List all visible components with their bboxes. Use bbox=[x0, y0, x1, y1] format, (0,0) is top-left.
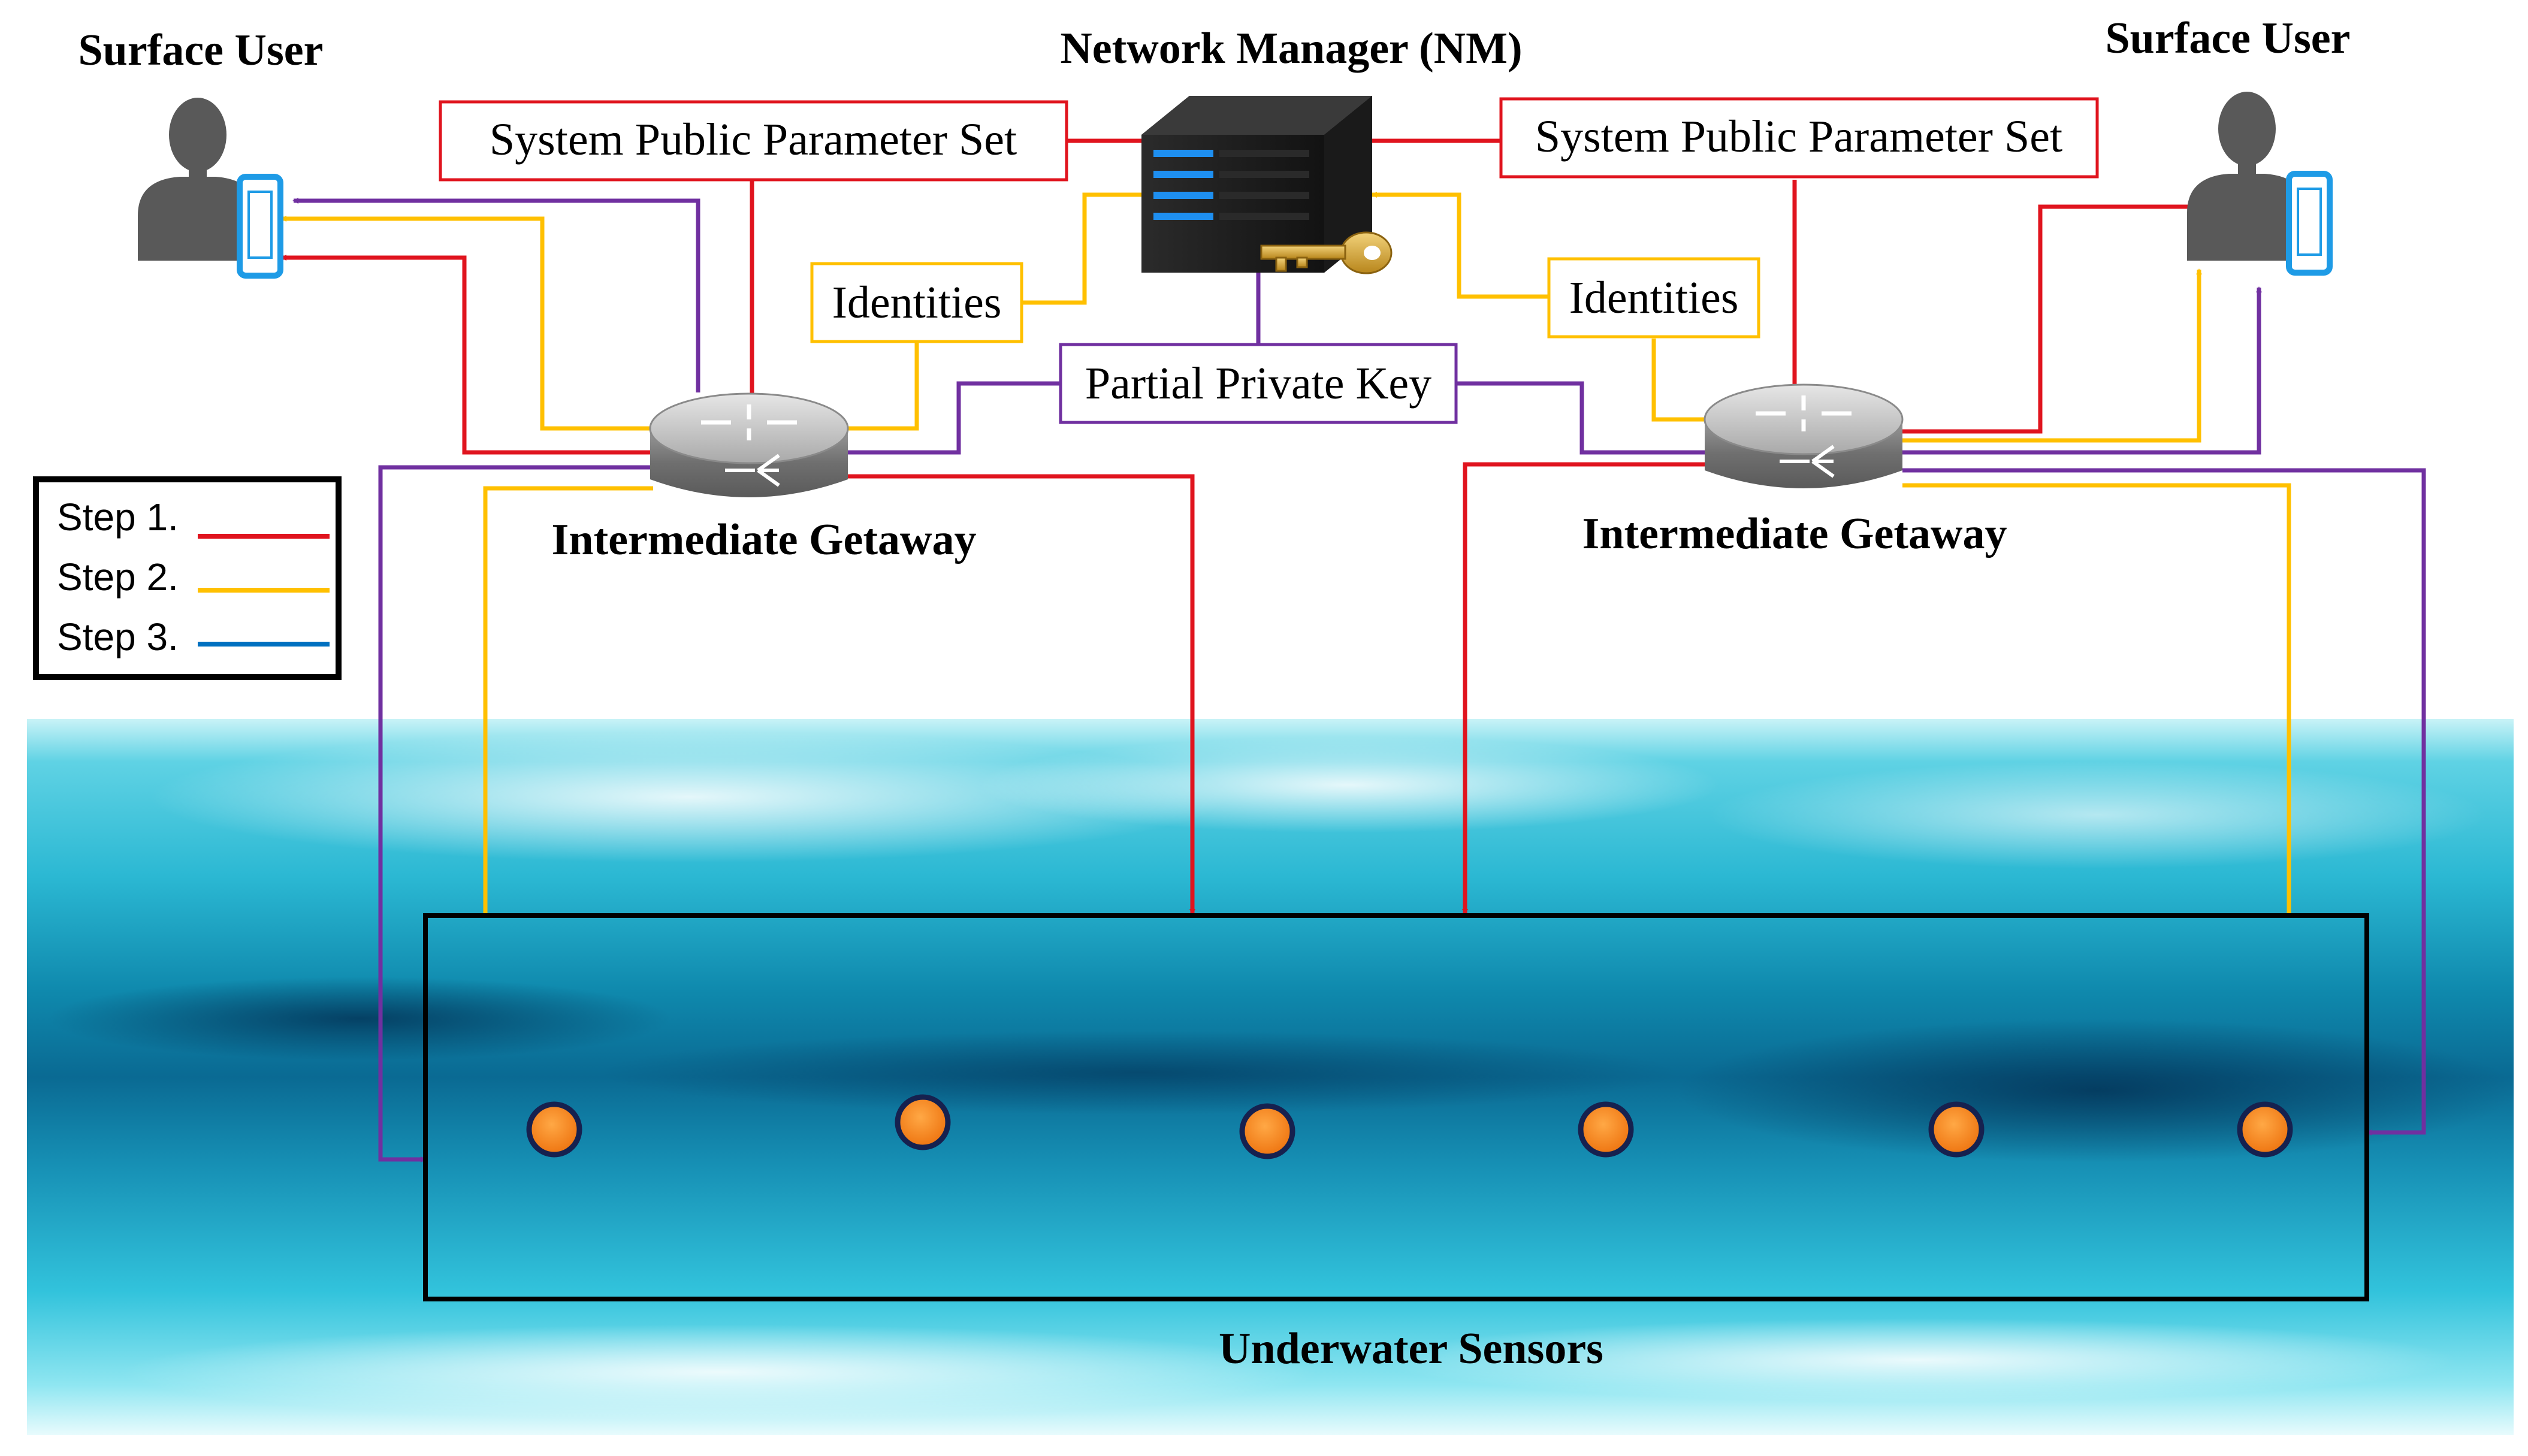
water-background bbox=[27, 719, 2517, 1435]
partial-private-key-label: Partial Private Key bbox=[1085, 358, 1431, 409]
partial-private-key-box: Partial Private Key bbox=[1059, 343, 1458, 424]
line-gw-left-to-user-red bbox=[280, 255, 650, 455]
sensor-nodes bbox=[526, 1094, 2293, 1159]
line-gw-left-to-user-yellow bbox=[280, 216, 650, 431]
surface-user-label-left: Surface User bbox=[78, 26, 324, 75]
line-gw-right-to-user-yellow bbox=[1902, 268, 2202, 443]
identities-box-right: Identities bbox=[1547, 257, 1760, 339]
line-gw-left-to-sensors-yellow bbox=[483, 486, 653, 914]
identities-box-left: Identities bbox=[810, 262, 1023, 343]
line-gw-right-to-user-red bbox=[1902, 204, 2194, 434]
line-gw-right-to-identities bbox=[1651, 339, 1705, 422]
router-icon bbox=[649, 392, 849, 497]
gateway-label-left: Intermediate Getaway bbox=[552, 515, 977, 564]
sensor-node-icon bbox=[526, 1101, 582, 1158]
sensor-node-icon bbox=[895, 1094, 951, 1150]
line-partial-key-to-gw-right bbox=[1456, 381, 1708, 455]
line-gw-left-to-sensors-purple bbox=[378, 465, 653, 1162]
legend-label-step2: Step 2. bbox=[57, 555, 179, 599]
legend-label-step1: Step 1. bbox=[57, 496, 179, 539]
line-identities-left-to-nm bbox=[1022, 192, 1149, 305]
system-public-parameter-label: System Public Parameter Set bbox=[1535, 111, 2062, 162]
underwater-sensors-label: Underwater Sensors bbox=[1219, 1324, 1603, 1373]
line-gw-left-to-identities bbox=[848, 342, 919, 431]
server-icon bbox=[1141, 96, 1372, 273]
sensor-node-icon bbox=[1928, 1101, 1985, 1158]
user-icon bbox=[138, 98, 258, 261]
system-public-parameter-box-right: System Public Parameter Set bbox=[1499, 97, 2099, 179]
legend: Step 1. Step 2. Step 3. bbox=[33, 476, 342, 680]
system-public-parameter-box-left: System Public Parameter Set bbox=[439, 100, 1068, 182]
surface-user-label-right: Surface User bbox=[2106, 14, 2351, 63]
connection-lines bbox=[280, 138, 2426, 1162]
line-identities-right-to-nm bbox=[1371, 192, 1549, 299]
user-icon bbox=[2187, 92, 2307, 261]
system-public-parameter-label: System Public Parameter Set bbox=[490, 114, 1017, 165]
gateway-label-right: Intermediate Getaway bbox=[1582, 509, 2007, 558]
network-manager-title: Network Manager (NM) bbox=[1060, 24, 1522, 73]
sensor-area-box bbox=[423, 913, 2369, 1301]
line-gw-right-to-sensors-purple bbox=[1902, 468, 2426, 1135]
sensor-node-icon bbox=[2237, 1101, 2293, 1158]
sensor-node-icon bbox=[1239, 1103, 1295, 1159]
line-gw-left-to-sensors-red bbox=[848, 474, 1195, 915]
line-gw-right-to-sensors-yellow bbox=[1902, 483, 2291, 914]
line-gw-left-to-user-purple bbox=[292, 198, 700, 392]
line-gw-right-to-sensors-red bbox=[1462, 462, 1708, 915]
phone-icon bbox=[237, 174, 283, 279]
phone-icon bbox=[2286, 171, 2333, 276]
legend-label-step3: Step 3. bbox=[57, 615, 179, 658]
identities-label: Identities bbox=[832, 277, 1002, 328]
router-icon bbox=[1704, 383, 1904, 488]
key-icon bbox=[1260, 231, 1393, 274]
sensor-node-icon bbox=[1578, 1101, 1634, 1158]
line-partial-key-to-gw-left bbox=[848, 381, 1061, 455]
line-gw-right-to-user-purple bbox=[1902, 286, 2262, 455]
identities-label: Identities bbox=[1569, 273, 1739, 323]
